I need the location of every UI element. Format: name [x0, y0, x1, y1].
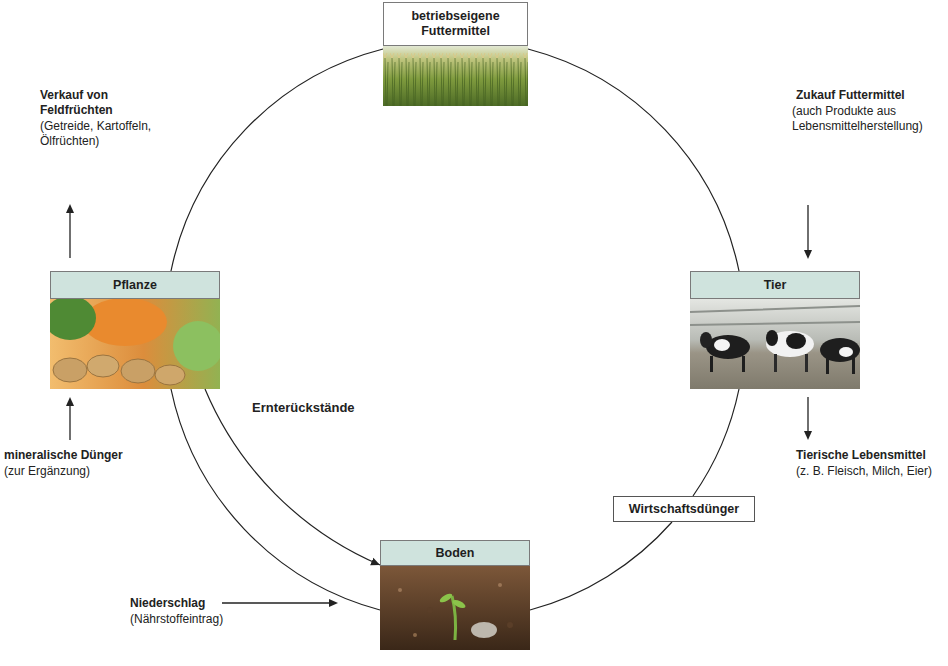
- fertilizer-arrow: [69, 405, 70, 440]
- corn-photo: [383, 46, 528, 106]
- box-header: betriebseigene Futtermittel: [383, 2, 528, 46]
- barn: [690, 299, 860, 389]
- box-label: Pflanze: [113, 278, 157, 293]
- soil-box: Boden: [380, 540, 530, 650]
- flow-heading: Verkauf von Feldfrüchten: [40, 88, 140, 118]
- box-header: Wirtschaftsdünger: [613, 496, 755, 522]
- soil-crumb: [498, 583, 502, 587]
- box-header: Pflanze: [50, 271, 220, 299]
- cow: [766, 330, 814, 372]
- soil-photo: [380, 566, 530, 650]
- plant-box: Pflanze: [50, 271, 220, 389]
- arrow-head: [66, 397, 74, 406]
- sprout-leaf: [451, 598, 466, 609]
- arrow-head: [66, 204, 74, 213]
- cabbage: [173, 321, 220, 371]
- manure-box: Wirtschaftsdünger: [613, 496, 755, 522]
- feed-box: betriebseigene Futtermittel: [383, 2, 528, 106]
- flow-note: (auch Produkte aus Lebensmittelherstellu…: [792, 104, 942, 134]
- box-label: Boden: [436, 546, 475, 561]
- import-arrow: [807, 205, 808, 251]
- cycle-connector: [171, 389, 380, 610]
- soil-crumb: [398, 588, 402, 592]
- output-arrow: [807, 397, 808, 432]
- corn-stalks: [383, 46, 528, 106]
- box-header: Boden: [380, 540, 530, 566]
- flow-heading: Niederschlag: [130, 596, 205, 611]
- box-header: Tier: [690, 271, 860, 299]
- cycle-connector: [693, 389, 739, 496]
- box-label: Wirtschaftsdünger: [629, 502, 739, 517]
- pumpkin: [83, 299, 167, 346]
- soil: [380, 566, 530, 650]
- connector-label: Ernterückstände: [250, 400, 357, 415]
- cycle-connector: [530, 522, 672, 610]
- precipitation-arrow: [222, 602, 330, 603]
- corn-field: [383, 46, 528, 106]
- soil-crumb: [413, 633, 417, 637]
- flow-note: (z. B. Fleisch, Milch, Eier): [796, 464, 932, 479]
- flow-note: (Getreide, Kartoffeln, Ölfrüchten): [40, 119, 175, 149]
- barn-beams: [690, 306, 860, 325]
- cow-photo: [690, 299, 860, 389]
- potato: [53, 358, 87, 382]
- box-label: Tier: [764, 278, 787, 293]
- arrow-head: [804, 431, 812, 440]
- arrow-head: [804, 250, 812, 259]
- greens: [50, 299, 96, 340]
- flow-note: (Nährstoffeintrag): [130, 612, 223, 627]
- potato: [121, 359, 155, 383]
- vegetable-photo: [50, 299, 220, 389]
- potato: [155, 365, 185, 385]
- soil-crumb: [427, 607, 433, 613]
- arrow-head: [329, 599, 338, 607]
- box-label: betriebseigene Futtermittel: [390, 9, 521, 39]
- cow: [820, 338, 860, 374]
- cow: [700, 332, 750, 372]
- cycle-connector: [528, 49, 739, 271]
- flow-heading: Zukauf Futtermittel: [796, 88, 905, 103]
- soil-crumb: [507, 622, 513, 628]
- animal-box: Tier: [690, 271, 860, 389]
- pebble: [471, 622, 497, 638]
- flow-heading: Tierische Lebensmittel: [796, 448, 926, 463]
- export-arrow: [69, 212, 70, 258]
- cycle-connector: [205, 389, 380, 565]
- flow-heading: mineralische Dünger: [4, 448, 123, 463]
- cycle-connector: [171, 49, 383, 271]
- flow-note: (zur Ergänzung): [4, 464, 90, 479]
- potato: [87, 355, 119, 377]
- flow-arrows: [66, 204, 812, 607]
- sprout-leaf: [438, 592, 453, 604]
